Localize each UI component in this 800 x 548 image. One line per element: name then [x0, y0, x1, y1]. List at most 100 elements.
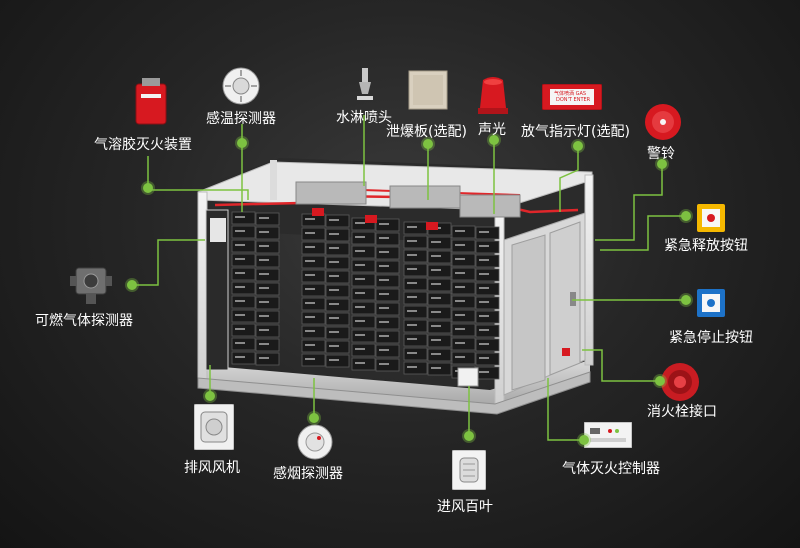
- battery-module-label-strip: [259, 329, 269, 331]
- battery-module-label-strip: [379, 251, 389, 253]
- battery-module-label-strip: [305, 330, 315, 332]
- battery-module-label-strip: [355, 292, 365, 294]
- battery-module-label-strip: [355, 306, 365, 308]
- battery-module-label-strip: [479, 259, 489, 261]
- connector-dot-hydrant: [655, 376, 665, 386]
- battery-module-label-strip: [235, 300, 245, 302]
- label-hydrant: 消火栓接口: [647, 404, 717, 420]
- battery-module-label-strip: [235, 286, 245, 288]
- gas-indicator-sign-text: 气体喷洒 GAS: [554, 91, 587, 97]
- connector-dot-louver: [464, 431, 474, 441]
- battery-module-label-strip: [355, 236, 365, 238]
- connector-dot-heat: [237, 138, 247, 148]
- battery-module-label-strip: [407, 352, 417, 354]
- battery-module-label-strip: [431, 353, 441, 355]
- battery-module-label-strip: [259, 357, 269, 359]
- battery-module-label-strip: [305, 218, 315, 220]
- battery-module-label-strip: [379, 321, 389, 323]
- container-body: [197, 158, 594, 415]
- battery-module-label-strip: [455, 314, 465, 316]
- battery-module-label-strip: [379, 237, 389, 239]
- gas-indicator-sub-text: DON'T ENTER: [556, 97, 591, 103]
- battery-module-label-strip: [431, 297, 441, 299]
- battery-module-label-strip: [479, 315, 489, 317]
- battery-module-label-strip: [431, 255, 441, 257]
- battery-module-label-strip: [355, 362, 365, 364]
- battery-module-label-strip: [431, 325, 441, 327]
- battery-module-label-strip: [305, 232, 315, 234]
- connector-dot-gas-detector: [127, 280, 137, 290]
- battery-module-label-strip: [259, 343, 269, 345]
- smoke-detector-icon: [297, 424, 333, 460]
- battery-module-label-strip: [235, 314, 245, 316]
- vent-panel-icon: [408, 70, 448, 110]
- battery-module-label-strip: [329, 233, 339, 235]
- louver-panel: [457, 367, 479, 387]
- label-emergency-release: 紧急释放按钮: [664, 238, 748, 254]
- battery-module-label-strip: [455, 342, 465, 344]
- battery-module-label-strip: [455, 286, 465, 288]
- battery-module-label-strip: [235, 342, 245, 344]
- battery-module-label-strip: [431, 269, 441, 271]
- battery-module-label-strip: [355, 334, 365, 336]
- battery-module-label-strip: [329, 261, 339, 263]
- battery-module-label-strip: [355, 320, 365, 322]
- battery-module-label-strip: [379, 335, 389, 337]
- battery-module-label-strip: [305, 316, 315, 318]
- battery-module-label-strip: [407, 254, 417, 256]
- battery-module-label-strip: [455, 244, 465, 246]
- battery-module-label-strip: [379, 349, 389, 351]
- battery-module-label-strip: [431, 367, 441, 369]
- hydrant-connector-icon: [660, 362, 700, 402]
- battery-module-label-strip: [355, 250, 365, 252]
- battery-module-label-strip: [379, 307, 389, 309]
- battery-module-label-strip: [407, 338, 417, 340]
- battery-module-label-strip: [431, 311, 441, 313]
- battery-module-label-strip: [479, 245, 489, 247]
- label-sprinkler: 水淋喷头: [336, 110, 392, 126]
- sprinkler-icon: [356, 68, 374, 104]
- gas-controller-icon: [583, 421, 633, 449]
- alarm-bell-icon: [644, 103, 682, 141]
- battery-module-label-strip: [431, 283, 441, 285]
- battery-module-label-strip: [259, 245, 269, 247]
- battery-module-label-strip: [259, 301, 269, 303]
- battery-module-label-strip: [479, 371, 489, 373]
- battery-module-label-strip: [355, 222, 365, 224]
- battery-module-label-strip: [479, 343, 489, 345]
- battery-module-label-strip: [235, 356, 245, 358]
- battery-module-label-strip: [259, 315, 269, 317]
- sound-light-icon: [474, 74, 512, 114]
- battery-module-label-strip: [235, 230, 245, 232]
- battery-module-label-strip: [379, 223, 389, 225]
- battery-module-label-strip: [407, 324, 417, 326]
- battery-module-label-strip: [329, 345, 339, 347]
- battery-module-label-strip: [355, 264, 365, 266]
- battery-module-label-strip: [259, 259, 269, 261]
- battery-module-label-strip: [379, 363, 389, 365]
- battery-module-label-strip: [431, 339, 441, 341]
- connector-dot-aerosol: [143, 183, 153, 193]
- label-vent-panel: 泄爆板(选配): [386, 124, 467, 140]
- battery-module-label-strip: [455, 328, 465, 330]
- battery-module-label-strip: [407, 296, 417, 298]
- label-exhaust-fan: 排风风机: [184, 460, 240, 476]
- label-emergency-stop: 紧急停止按钮: [669, 330, 753, 346]
- battery-module-label-strip: [379, 293, 389, 295]
- battery-module-label-strip: [407, 226, 417, 228]
- connector-dot-controller: [579, 435, 589, 445]
- battery-module-label-strip: [305, 260, 315, 262]
- pipe-network: [214, 181, 579, 230]
- battery-module-label-strip: [329, 219, 339, 221]
- connector-dot-gas-indicator: [573, 141, 583, 151]
- battery-module-label-strip: [379, 279, 389, 281]
- battery-module-label-strip: [407, 268, 417, 270]
- connector-dot-fan: [205, 391, 215, 401]
- battery-module-label-strip: [235, 272, 245, 274]
- battery-module-label-strip: [305, 288, 315, 290]
- emergency-stop-button-icon: [697, 289, 725, 317]
- battery-module-label-strip: [235, 244, 245, 246]
- connector-lines: [132, 115, 686, 441]
